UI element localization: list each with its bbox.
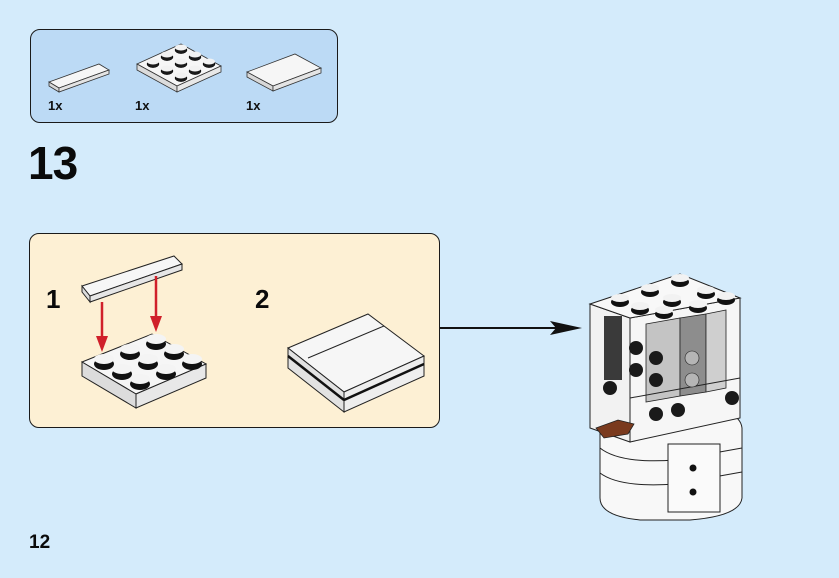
callout-arrow: [440, 321, 582, 335]
page-number: 12: [29, 532, 51, 553]
substep-number: 2: [255, 284, 270, 314]
white-plate-3x3-icon: [136, 43, 222, 93]
step-number: 13: [28, 137, 78, 189]
brown-piece-icon: [595, 419, 635, 439]
substep-1-illustration: [80, 255, 208, 409]
parts-list-box: 1x 1x 1x: [30, 29, 338, 123]
model-illustration: [588, 273, 743, 521]
part-quantity: 1x: [135, 98, 150, 113]
part-quantity: 1x: [48, 98, 63, 113]
white-tile-1x4-icon: [48, 63, 110, 93]
substep-2-illustration: [287, 313, 425, 414]
part-quantity: 1x: [246, 98, 261, 113]
substep-number: 1: [46, 284, 61, 314]
white-tile-2x3-icon: [246, 53, 322, 92]
sub-assembly-box: 1 2: [29, 233, 440, 428]
placement-arrow: [96, 276, 162, 352]
